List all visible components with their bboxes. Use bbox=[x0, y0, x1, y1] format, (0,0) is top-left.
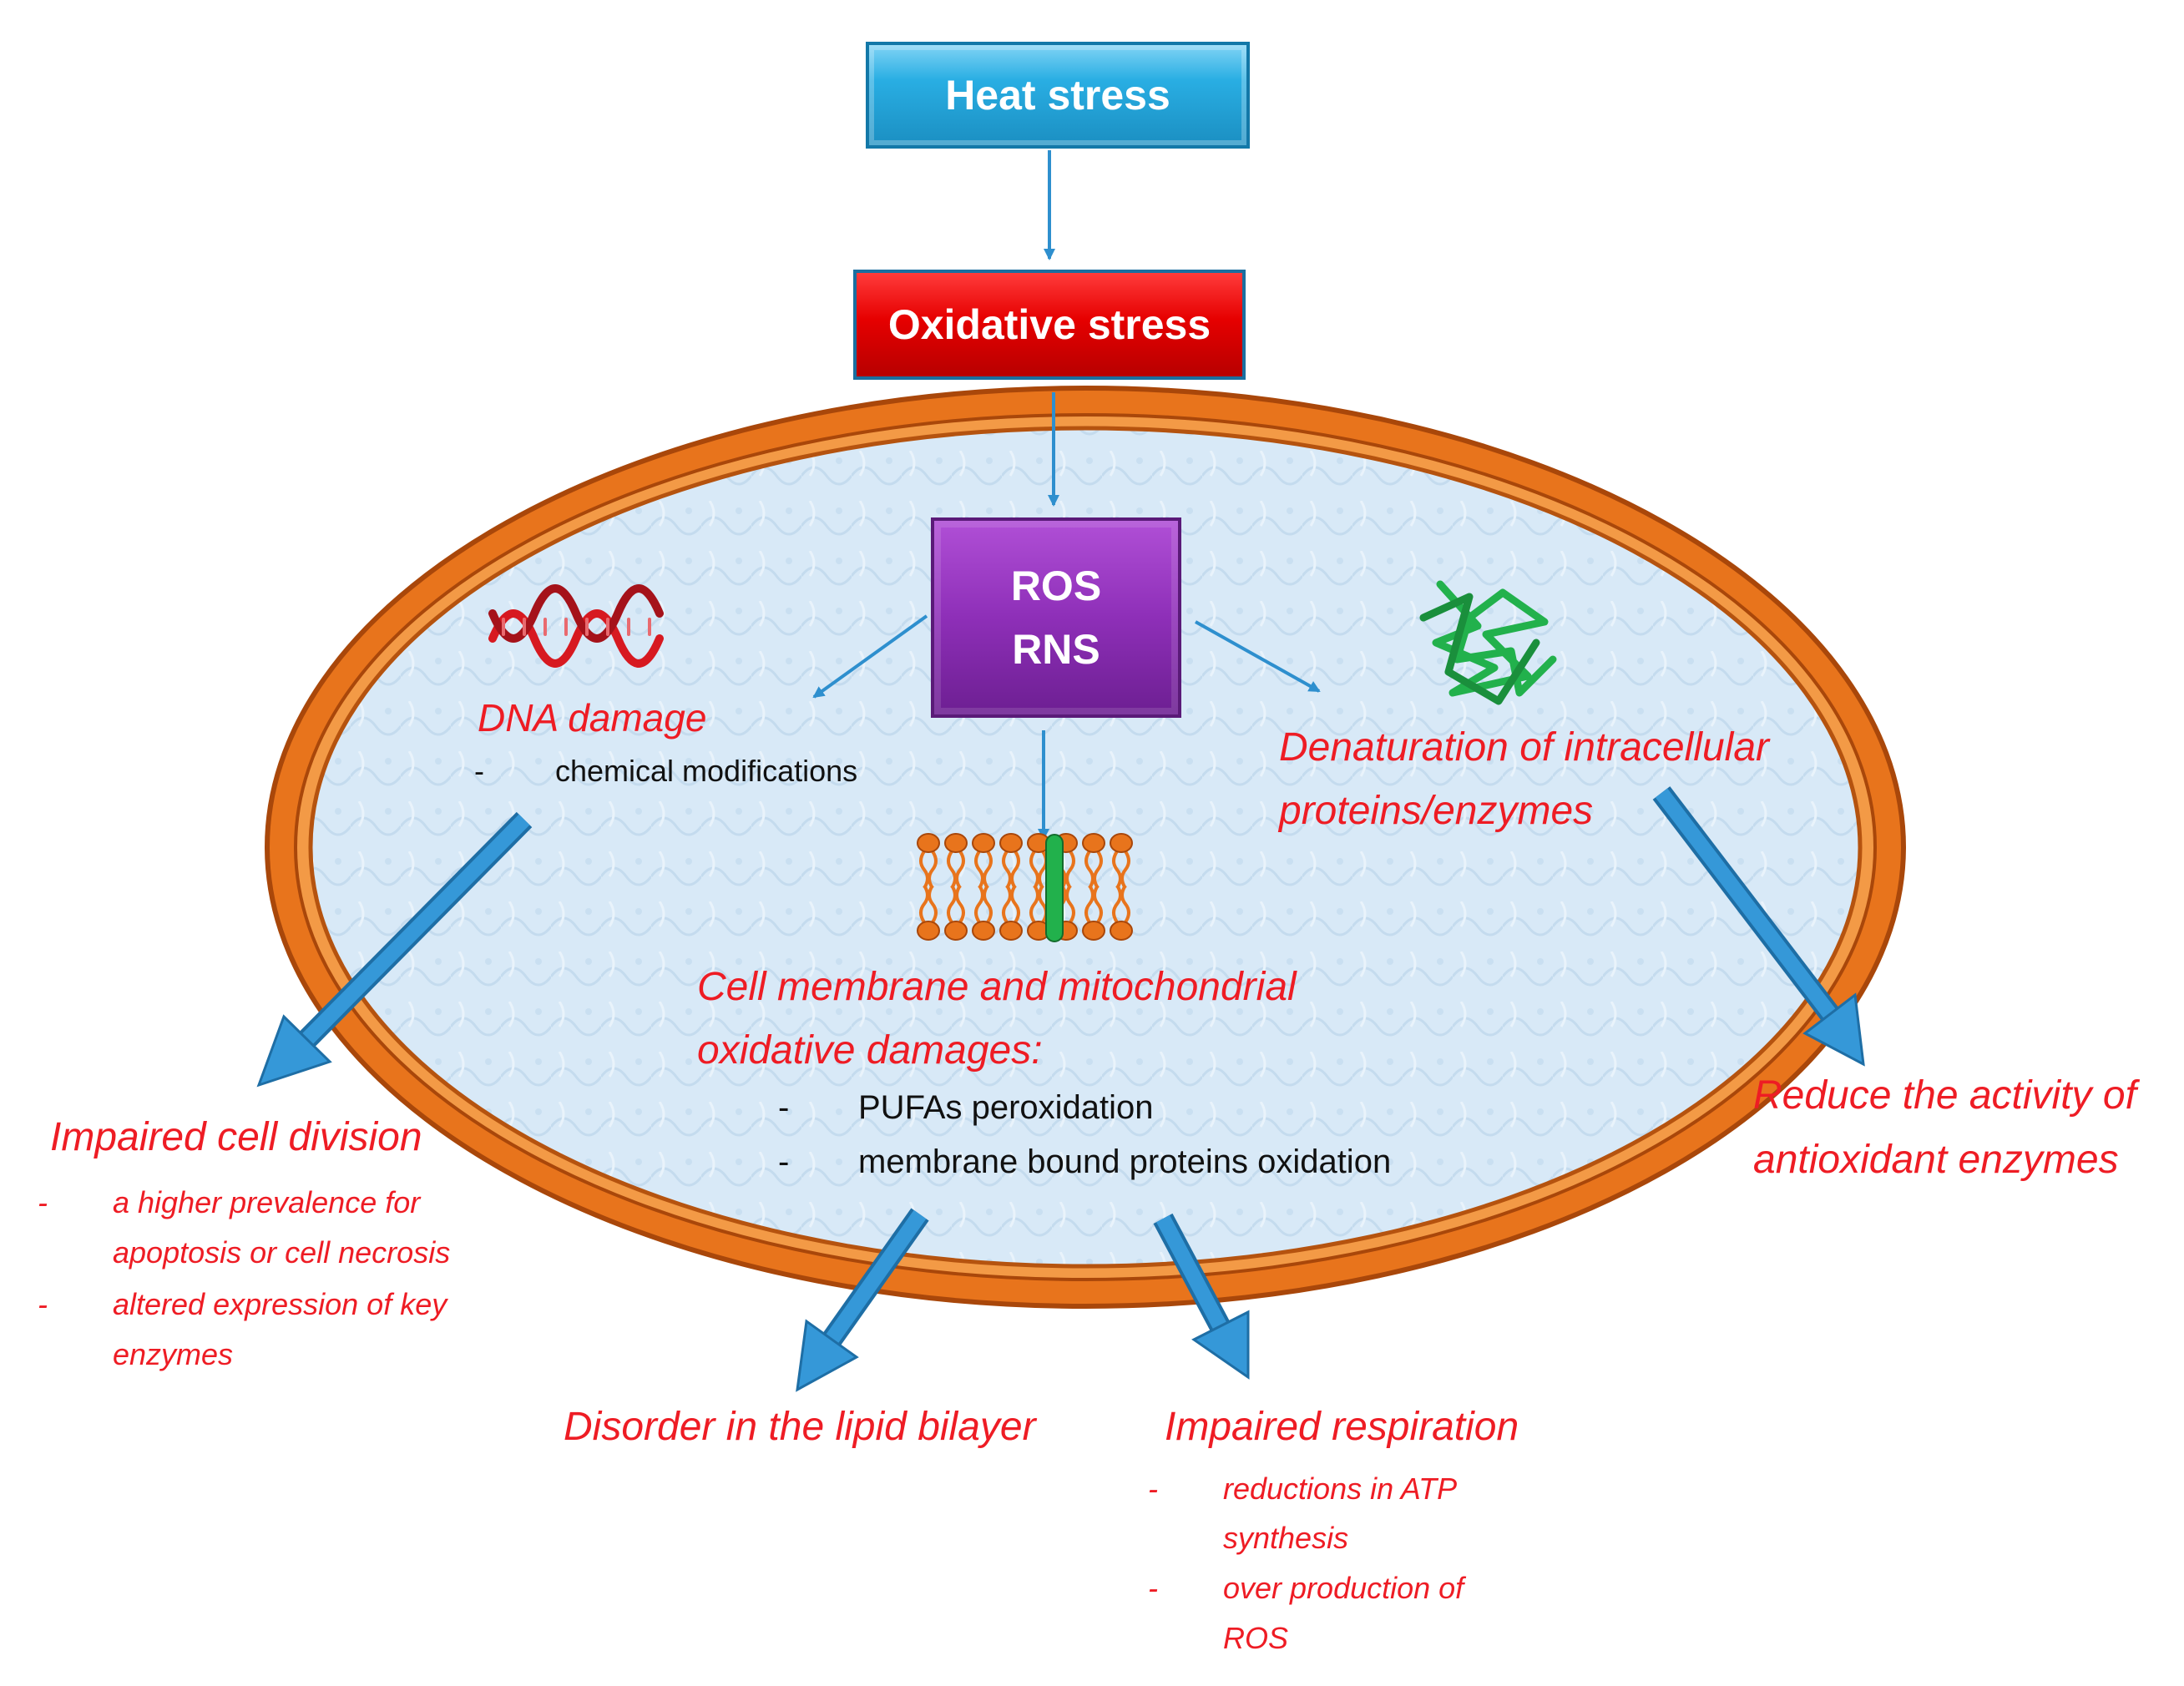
arrow-ros-to-protein bbox=[1195, 620, 1321, 693]
cell-division-item-2-line1: altered expression of key bbox=[113, 1287, 447, 1321]
respiration-title: Impaired respiration bbox=[1165, 1405, 1519, 1449]
respiration-item-2-line1: over production of bbox=[1223, 1571, 1464, 1605]
antioxidant-line1: Reduce the activity of bbox=[1753, 1073, 2136, 1118]
thick-arrows bbox=[256, 786, 1865, 1392]
arrow-protein-to-antioxidant bbox=[1652, 786, 1865, 1067]
arrow-dna-to-cell-division bbox=[256, 811, 533, 1088]
lipid-bilayer-icon bbox=[917, 833, 1133, 942]
cell-division-bullet-2: - bbox=[38, 1287, 48, 1321]
membrane-bullet-2: - bbox=[778, 1143, 790, 1180]
respiration-bullet-1: - bbox=[1148, 1471, 1158, 1506]
protein-icon bbox=[1419, 580, 1557, 705]
lipid-tail-lower bbox=[947, 884, 965, 924]
lipid-head bbox=[944, 833, 968, 853]
cell-division-bullet-1: - bbox=[38, 1185, 48, 1219]
antioxidant-line2: antioxidant enzymes bbox=[1753, 1138, 2119, 1182]
lipid-tail-lower bbox=[1112, 884, 1130, 924]
lipid-tail-upper bbox=[919, 850, 938, 890]
membrane-damage-line2: oxidative damages: bbox=[697, 1028, 1043, 1073]
membrane-item-2: membrane bound proteins oxidation bbox=[858, 1143, 1392, 1180]
heat-stress-box: Heat stress bbox=[866, 42, 1250, 149]
rns-label: RNS bbox=[1012, 626, 1100, 673]
thin-arrows bbox=[812, 150, 1321, 840]
lipid-head bbox=[1082, 833, 1105, 853]
respiration-bullet-2: - bbox=[1148, 1571, 1158, 1605]
protein-denaturation-line2: proteins/enzymes bbox=[1279, 789, 1594, 833]
membrane-item-1: PUFAs peroxidation bbox=[858, 1089, 1154, 1126]
respiration-item-1-line2: synthesis bbox=[1223, 1521, 1349, 1555]
cell-division-title: Impaired cell division bbox=[50, 1115, 422, 1159]
membrane-damage-line1: Cell membrane and mitochondrial bbox=[697, 965, 1297, 1009]
dna-icon bbox=[488, 584, 664, 668]
lipid-tail-lower bbox=[919, 884, 938, 924]
arrow-membrane-to-respiration bbox=[1153, 1213, 1250, 1380]
lipid-tail-upper bbox=[1084, 850, 1103, 890]
lipid-tail-lower bbox=[974, 884, 993, 924]
lipid-bilayer-disorder: Disorder in the lipid bilayer bbox=[564, 1405, 1036, 1449]
cell-division-item-1-line2: apoptosis or cell necrosis bbox=[113, 1235, 451, 1270]
cell-division-item-1-line1: a higher prevalence for bbox=[113, 1185, 421, 1219]
lipid-head bbox=[999, 833, 1023, 853]
lipid-tail-upper bbox=[947, 850, 965, 890]
protein-denaturation-line1: Denaturation of intracellular bbox=[1279, 725, 1769, 770]
lipid-head bbox=[972, 921, 995, 941]
lipid-molecules bbox=[917, 833, 1133, 942]
lipid-head bbox=[972, 833, 995, 853]
lipid-head bbox=[917, 833, 940, 853]
arrow-membrane-to-lipid bbox=[796, 1208, 929, 1392]
membrane-protein bbox=[1045, 834, 1064, 942]
cell-division-item-2-line2: enzymes bbox=[113, 1337, 234, 1371]
lipid-head bbox=[999, 921, 1023, 941]
lipid-head bbox=[1110, 921, 1133, 941]
dna-damage-title: DNA damage bbox=[478, 696, 707, 740]
heat-stress-label: Heat stress bbox=[945, 72, 1170, 119]
lipid-tail-upper bbox=[1112, 850, 1130, 890]
ros-label: ROS bbox=[1010, 563, 1102, 609]
lipid-head bbox=[1082, 921, 1105, 941]
lipid-tail-upper bbox=[974, 850, 993, 890]
membrane-bullet-1: - bbox=[778, 1089, 790, 1126]
oxidative-stress-box: Oxidative stress bbox=[853, 270, 1246, 380]
ros-rns-box: ROS RNS bbox=[931, 517, 1181, 718]
lipid-head bbox=[1110, 833, 1133, 853]
lipid-tail-lower bbox=[1002, 884, 1020, 924]
dna-detail: chemical modifications bbox=[555, 754, 858, 788]
respiration-item-1-line1: reductions in ATP bbox=[1223, 1471, 1458, 1506]
respiration-item-2-line2: ROS bbox=[1223, 1621, 1289, 1655]
dna-bullet: - bbox=[474, 754, 484, 788]
lipid-head bbox=[944, 921, 968, 941]
lipid-tail-lower bbox=[1084, 884, 1103, 924]
lipid-head bbox=[917, 921, 940, 941]
arrow-ros-to-dna bbox=[812, 614, 928, 699]
oxidative-stress-label: Oxidative stress bbox=[887, 301, 1211, 348]
lipid-tail-upper bbox=[1002, 850, 1020, 890]
